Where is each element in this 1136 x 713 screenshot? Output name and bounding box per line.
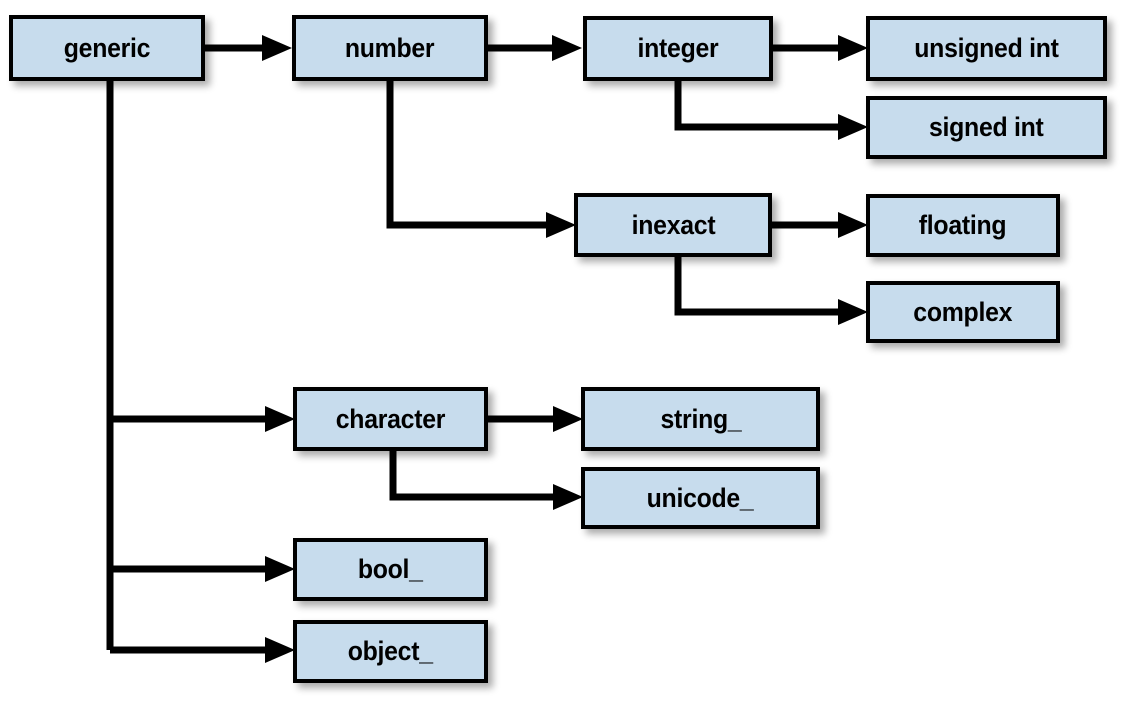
- arrow-into-number: [262, 35, 292, 61]
- inexact-elbow-complex: [674, 257, 838, 316]
- arrow-into-unsigned-int: [838, 35, 868, 61]
- node-label-generic: generic: [63, 32, 151, 63]
- connector-arrowheads: [262, 35, 868, 663]
- node-box-floating[interactable]: floating: [866, 194, 1060, 257]
- arrow-into-bool: [265, 556, 295, 582]
- number-elbow-inexact: [386, 81, 546, 229]
- node-box-complex[interactable]: complex: [866, 281, 1060, 343]
- node-box-number[interactable]: number: [292, 15, 488, 81]
- character-elbow-unicode: [389, 451, 553, 501]
- arrow-into-signed-int: [838, 114, 868, 140]
- arrow-into-complex: [838, 299, 868, 325]
- node-box-signed_int[interactable]: signed int: [866, 96, 1107, 159]
- node-label-inexact: inexact: [631, 209, 715, 240]
- arrow-into-unicode: [553, 484, 583, 510]
- node-label-bool_: bool_: [358, 554, 423, 584]
- node-label-unsigned_int: unsigned int: [914, 33, 1059, 63]
- arrow-into-string: [553, 406, 583, 432]
- node-box-string_[interactable]: string_: [581, 387, 820, 451]
- node-box-character[interactable]: character: [293, 387, 488, 451]
- node-label-unicode_: unicode_: [647, 482, 754, 513]
- node-label-complex: complex: [913, 296, 1013, 327]
- node-label-integer: integer: [637, 33, 719, 63]
- arrow-into-character: [265, 406, 295, 432]
- node-box-unsigned_int[interactable]: unsigned int: [866, 16, 1107, 81]
- node-label-character: character: [335, 403, 446, 434]
- connector-lines: [106, 44, 838, 654]
- node-label-string_: string_: [660, 403, 741, 434]
- node-box-object_[interactable]: object_: [293, 620, 488, 683]
- node-label-signed_int: signed int: [929, 112, 1044, 142]
- node-box-bool_[interactable]: bool_: [293, 538, 488, 601]
- node-label-floating: floating: [919, 210, 1007, 240]
- node-label-number: number: [345, 32, 435, 63]
- arrow-into-inexact: [546, 212, 576, 238]
- integer-elbow-signedint: [674, 81, 838, 131]
- arrow-into-object: [265, 637, 295, 663]
- arrow-into-integer: [552, 35, 582, 61]
- node-box-generic[interactable]: generic: [9, 15, 205, 81]
- node-label-object_: object_: [347, 636, 434, 666]
- node-box-inexact[interactable]: inexact: [574, 193, 772, 257]
- arrow-into-floating: [838, 212, 868, 238]
- node-box-integer[interactable]: integer: [583, 16, 773, 81]
- node-box-unicode_[interactable]: unicode_: [581, 467, 820, 529]
